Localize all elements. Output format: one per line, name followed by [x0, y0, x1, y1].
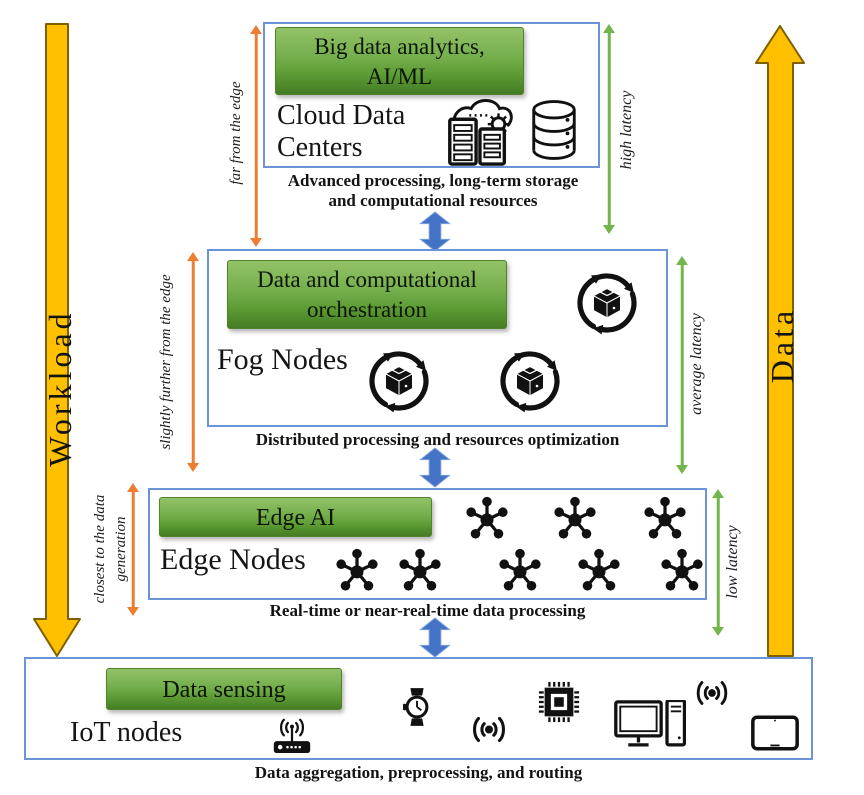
wireless-icon: [691, 678, 733, 708]
workload-arrow-label: Workload: [42, 309, 78, 467]
edge-caption: Real-time or near-real-time data process…: [269, 601, 586, 620]
wireless-icon: [467, 714, 511, 745]
edge-latency-label: low latency: [724, 525, 741, 599]
fog-edge-connector-arrow: [419, 447, 451, 488]
iot-layer-title: IoT nodes: [70, 717, 183, 748]
router-icon: [272, 712, 312, 754]
iot-layer-box: Data sensing IoT nodes: [24, 657, 813, 760]
cloud-title-line2: Centers: [277, 132, 363, 163]
cloud-fog-connector-arrow: [419, 211, 451, 252]
edge-proximity-label-line1: closest to the data: [92, 494, 108, 604]
edge-layer-title: Edge Nodes: [160, 543, 306, 576]
edge-node-icon: [497, 546, 543, 592]
cloud-latency-arrow: [602, 24, 616, 234]
edge-proximity-arrow: [126, 483, 140, 616]
orchestration-icon: [567, 259, 647, 339]
fog-latency-label: average latency: [688, 313, 705, 415]
fog-caption: Distributed processing and resources opt…: [255, 430, 620, 449]
iot-caption: Data aggregation, preprocessing, and rou…: [254, 763, 583, 782]
orchestration-icon: [490, 337, 570, 417]
data-arrow: [755, 25, 805, 657]
edge-iot-connector-arrow: [419, 617, 451, 658]
desktop-computer-icon: [614, 700, 686, 751]
orchestration-icon: [359, 337, 439, 417]
edge-latency-arrow: [711, 489, 725, 636]
edge-proximity-label: closest to the data generation: [90, 469, 134, 629]
fog-green-line2: orchestration: [306, 297, 428, 322]
cloud-servers-icon: [440, 92, 518, 166]
data-arrow-label: Data: [764, 306, 800, 384]
cloud-layer-title: Cloud Data Centers: [277, 100, 405, 164]
cloud-proximity-label: far from the edge: [228, 81, 244, 185]
cloud-caption-line2: and computational resources: [328, 191, 538, 210]
fog-green-line1: Data and computational: [257, 267, 477, 292]
edge-green-header: Edge AI: [159, 497, 432, 537]
cloud-green-header: Big data analytics, AI/ML: [275, 27, 524, 95]
fog-latency-arrow: [675, 256, 689, 474]
fog-green-header: Data and computational orchestration: [227, 260, 507, 329]
edge-node-icon: [397, 546, 443, 592]
cloud-layer-box: Big data analytics, AI/ML Cloud Data Cen…: [263, 22, 600, 168]
edge-node-icon: [642, 494, 688, 540]
cloud-proximity-arrow: [249, 25, 263, 247]
cloud-green-line1: Big data analytics,: [314, 34, 485, 59]
tablet-icon: [751, 715, 799, 751]
cloud-caption-line1: Advanced processing, long-term storage: [287, 171, 579, 190]
iot-green-header: Data sensing: [106, 668, 342, 710]
edge-proximity-label-line2: generation: [113, 516, 129, 582]
cloud-caption: Advanced processing, long-term storage a…: [263, 171, 603, 211]
edge-node-icon: [552, 494, 598, 540]
fog-layer-title: Fog Nodes: [217, 343, 348, 376]
database-icon: [527, 98, 581, 162]
fog-layer-box: Data and computational orchestration Fog…: [207, 249, 668, 427]
fog-proximity-arrow: [186, 252, 200, 472]
workload-arrow: [33, 23, 81, 657]
fog-proximity-label: slightly further from the edge: [158, 274, 174, 450]
edge-node-icon: [334, 546, 380, 592]
chip-icon: [537, 680, 581, 724]
edge-node-icon: [464, 494, 510, 540]
edge-node-icon: [576, 546, 622, 592]
cloud-green-line2: AI/ML: [366, 64, 433, 89]
cloud-latency-label: high latency: [618, 90, 635, 170]
smartwatch-icon: [400, 688, 434, 726]
cloud-title-line1: Cloud Data: [277, 100, 406, 131]
edge-node-icon: [659, 546, 705, 592]
edge-layer-box: Edge AI Edge Nodes: [148, 488, 707, 600]
